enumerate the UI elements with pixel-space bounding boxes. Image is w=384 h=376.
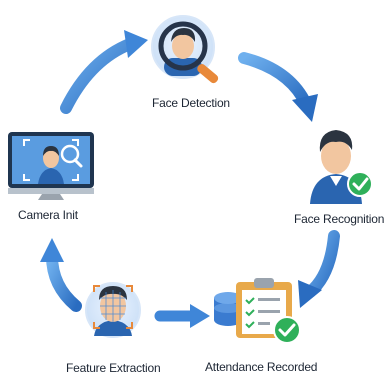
arrow-recognition-to-attendance [298,230,340,308]
clipboard-database-check-icon [214,278,301,344]
monitor-face-scan-icon [8,132,94,200]
arrow-extraction-to-camera [40,238,82,312]
face-recognition-label: Face Recognition [294,212,384,226]
arrow-extraction-to-attendance [154,304,210,328]
face-magnifier-icon [151,15,219,84]
arrow-detection-to-recognition [238,52,318,122]
face-mesh-grid-icon [85,282,141,338]
face-detection-label: Face Detection [152,96,230,110]
attendance-recorded-label: Attendance Recorded [205,360,318,374]
camera-init-label: Camera Init [18,208,78,222]
arrow-camera-to-detection [60,30,148,114]
feature-extraction-label: Feature Extraction [66,361,161,375]
face-check-icon [310,130,373,204]
